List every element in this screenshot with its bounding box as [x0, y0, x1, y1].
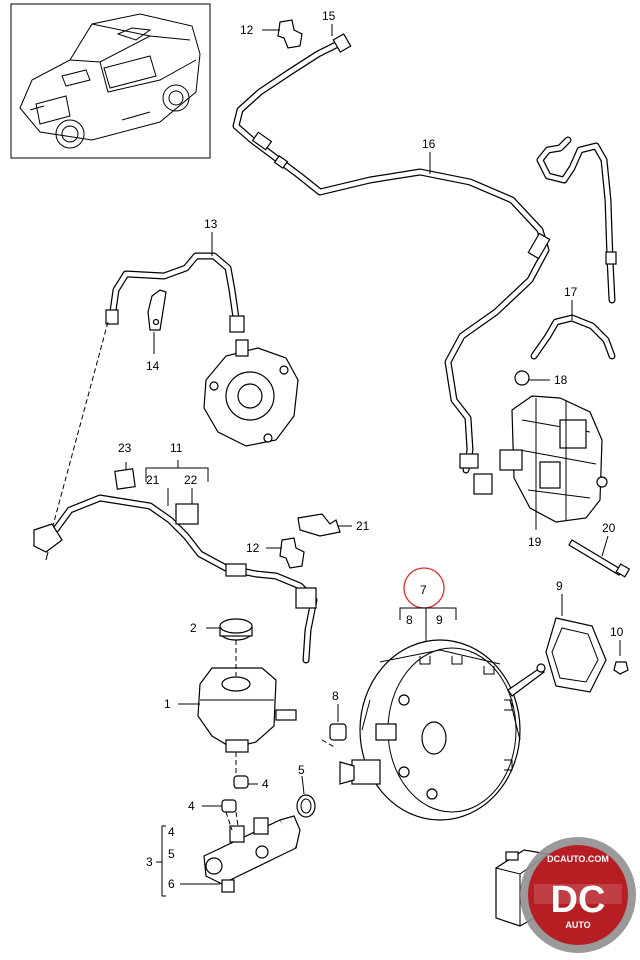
callout-19: 19	[528, 535, 542, 549]
callout-9: 9	[556, 579, 563, 593]
callout-11: 11	[170, 441, 183, 455]
clip-icon	[279, 537, 305, 569]
nut-icon	[613, 661, 629, 675]
callout-4-right: 4	[262, 777, 269, 791]
vacuum-hose-main	[232, 33, 551, 495]
callout-21-left: 21	[146, 473, 160, 487]
grommet-icon	[221, 799, 237, 813]
hose-icon	[33, 494, 318, 664]
watermark-logo: DCAUTO.COM DC AUTO	[520, 837, 636, 953]
callout-7: 7	[420, 583, 427, 597]
callout-17: 17	[564, 285, 578, 299]
callout-5: 5	[298, 763, 305, 777]
callout-6: 6	[168, 877, 175, 891]
callout-13: 13	[204, 217, 218, 231]
o-ring-icon	[296, 794, 316, 818]
bracket-icon	[147, 289, 167, 331]
callout-22: 22	[184, 473, 198, 487]
callout-15: 15	[322, 9, 336, 23]
callout-1: 1	[164, 697, 171, 711]
reservoir-icon	[197, 618, 297, 790]
bolt-icon	[568, 539, 631, 578]
callout-14: 14	[146, 359, 160, 373]
callout-8: 8	[332, 689, 339, 703]
callout-5-bracket: 5	[168, 847, 175, 861]
callout-20: 20	[602, 521, 616, 535]
callout-18: 18	[554, 373, 568, 387]
grommet-icon	[233, 775, 249, 789]
callout-2: 2	[190, 621, 197, 635]
vacuum-pump-icon	[203, 339, 299, 447]
brake-booster-icon	[339, 639, 546, 821]
clip-icon	[277, 19, 303, 49]
gasket-icon	[545, 617, 607, 693]
nut-icon	[321, 723, 347, 749]
gasket-icon	[114, 468, 136, 490]
callout-21-right: 21	[356, 519, 370, 533]
sensor-icon	[297, 513, 341, 537]
callout-3: 3	[146, 855, 153, 869]
brake-unit-icon	[499, 395, 608, 523]
watermark-site: DCAUTO.COM	[547, 854, 609, 864]
leader-lines	[125, 24, 621, 897]
callout-4-left: 4	[188, 799, 195, 813]
callout-16: 16	[422, 137, 436, 151]
callout-23: 23	[118, 441, 132, 455]
master-cylinder-icon	[203, 811, 301, 893]
hose-icon	[105, 252, 245, 333]
hose-icon	[514, 136, 617, 386]
callout-9-sub: 9	[436, 613, 443, 627]
callout-12-bottom: 12	[246, 541, 260, 555]
callout-4-bracket: 4	[168, 825, 175, 839]
callout-10: 10	[610, 625, 624, 639]
car-thumbnail-icon	[10, 3, 211, 159]
callout-8-sub: 8	[406, 613, 413, 627]
watermark-logo-small: AUTO	[565, 920, 590, 930]
watermark-logo-big: DC	[551, 879, 606, 921]
callout-12-top: 12	[240, 23, 254, 37]
